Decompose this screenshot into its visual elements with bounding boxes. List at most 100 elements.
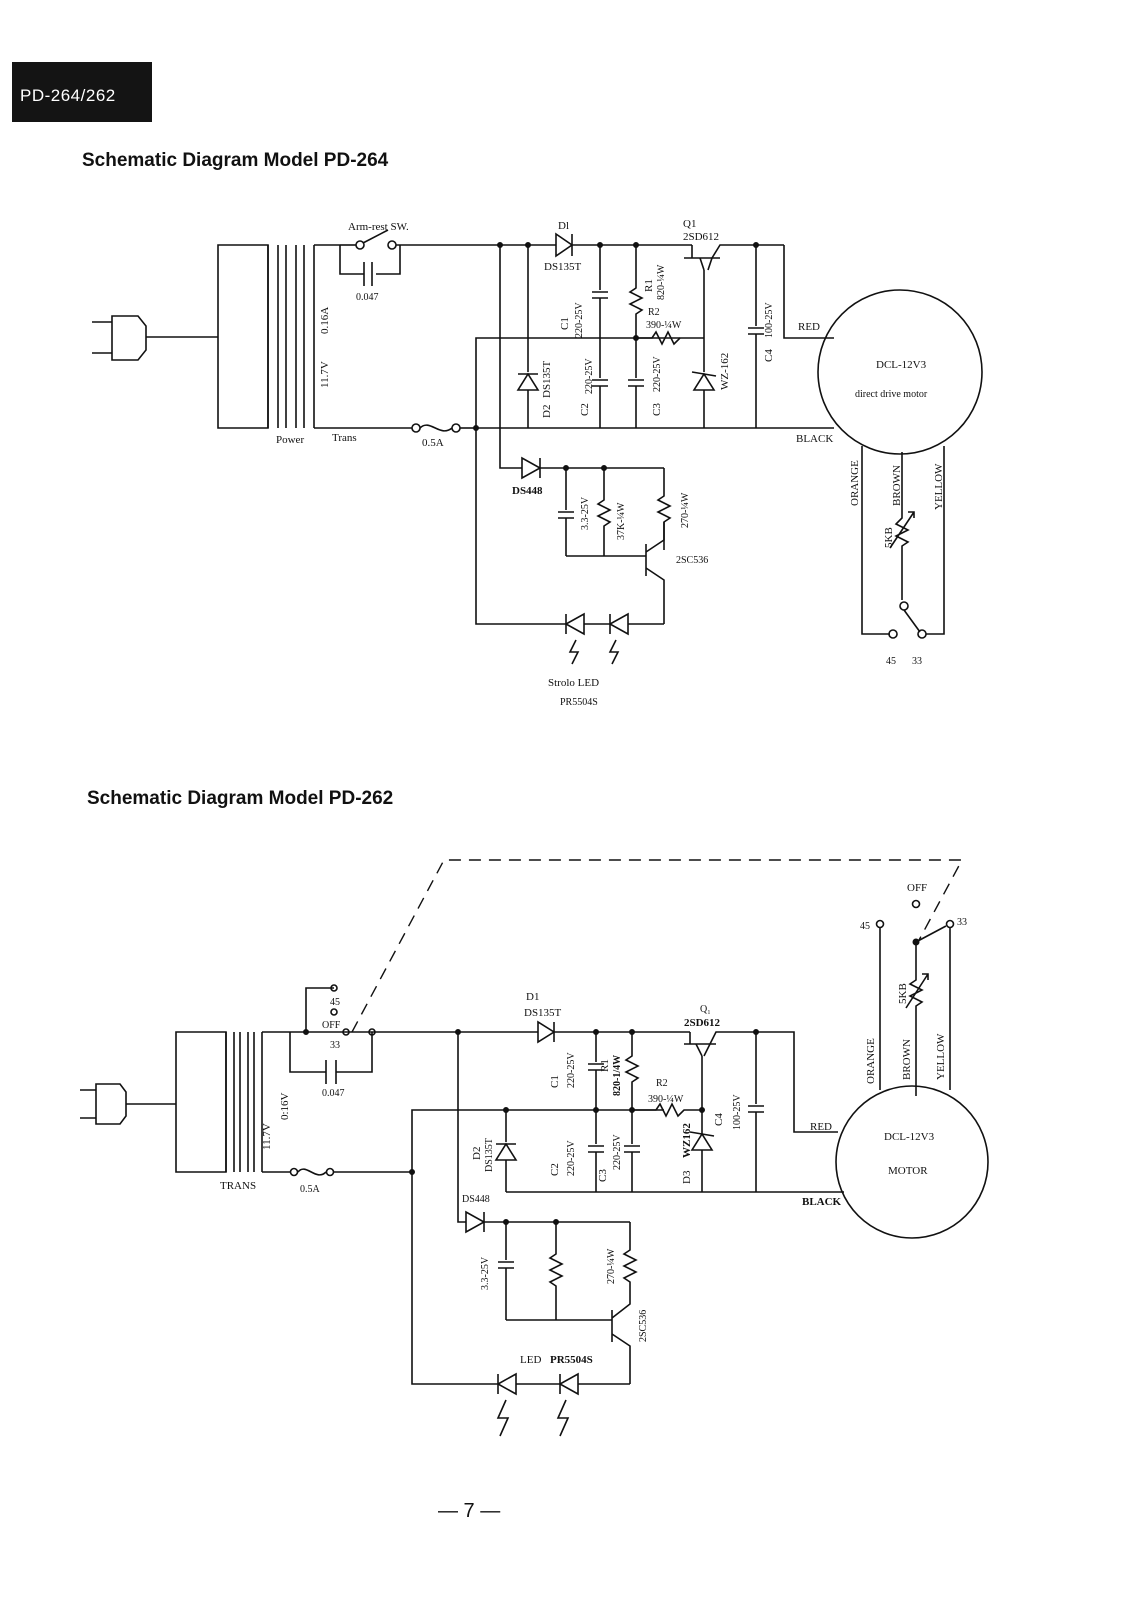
power-plug-icon	[80, 1031, 227, 1173]
label-q1: Q₁	[700, 1004, 711, 1015]
label-sw-33: 33	[330, 1040, 340, 1051]
label-c1: C1	[549, 1075, 561, 1088]
diagram-title-pd264: Schematic Diagram Model PD-264	[82, 150, 389, 171]
label-q1-part: 2SD612	[683, 231, 719, 243]
resistor-r1	[624, 1032, 640, 1110]
label-c1-val: 220-25V	[574, 302, 585, 338]
label-transistor: 2SC536	[676, 555, 708, 566]
resistor-mid	[548, 1222, 564, 1320]
label-orange: ORANGE	[849, 460, 861, 506]
diode-d2	[494, 1142, 518, 1161]
label-fuse: 0.5A	[422, 437, 444, 449]
label-strolo-led: Strolo LED	[548, 677, 599, 689]
label-sw-45: 45	[330, 997, 340, 1008]
label-fuse: 0.5A	[300, 1184, 321, 1195]
label-led-part: PR5504S	[550, 1354, 593, 1366]
schematic-pd264: Arm-rest SW. 0.047 0.16A 11.7V Power Tra…	[92, 218, 983, 708]
label-motor-desc: MOTOR	[888, 1165, 928, 1177]
label-c2: C2	[579, 403, 591, 416]
page-number: — 7 —	[438, 1500, 501, 1522]
led-2	[556, 1372, 579, 1437]
label-zener: WZ162	[681, 1123, 693, 1158]
diode-d1	[537, 1020, 556, 1044]
label-c4-val: 100-25V	[764, 302, 775, 338]
label-c4: C4	[713, 1113, 725, 1126]
label-c3-val: 220-25V	[612, 1134, 623, 1170]
label-d2: D2	[541, 405, 553, 418]
label-brown: BROWN	[901, 1039, 913, 1080]
zener-diode	[691, 338, 717, 428]
label-red: RED	[798, 321, 820, 333]
label-motor: DCL-12V3	[876, 359, 927, 371]
label-c2-val: 220-25V	[566, 1140, 577, 1176]
label-33-top: 33	[957, 917, 967, 928]
label-black: BLACK	[796, 433, 833, 445]
label-r1: R1	[599, 1059, 611, 1072]
capacitor-c2	[592, 338, 608, 428]
label-black: BLACK	[802, 1196, 842, 1208]
resistor-270	[622, 1222, 638, 1300]
label-c3-val: 220-25V	[652, 356, 663, 392]
capacitor-c3	[624, 1110, 640, 1192]
label-led-part: PR5504S	[560, 697, 598, 708]
label-trans: Trans	[332, 432, 357, 444]
label-r1: R1	[643, 279, 655, 292]
label-trans-117v: 11.7V	[261, 1123, 273, 1150]
transistor-2sc536	[645, 522, 665, 624]
label-q1-part: 2SD612	[684, 1017, 721, 1029]
transistor-q1	[684, 244, 784, 338]
resistor-37k	[596, 468, 612, 556]
label-brown: BROWN	[891, 465, 903, 506]
led-1	[496, 1372, 517, 1437]
label-motor-desc: direct drive motor	[855, 389, 928, 400]
label-yellow: YELLOW	[935, 1033, 947, 1080]
label-r2: R2	[656, 1078, 668, 1089]
label-transistor: 2SC536	[638, 1310, 649, 1342]
label-trans: TRANS	[220, 1180, 256, 1192]
label-pot: 5KB	[883, 527, 895, 548]
label-led: LED	[520, 1354, 541, 1366]
motor-dcl12v3	[817, 289, 983, 455]
label-r2: R2	[648, 307, 660, 318]
label-off-top: OFF	[907, 882, 927, 894]
fuse	[411, 423, 479, 433]
label-sw-off: OFF	[322, 1020, 341, 1031]
label-power: Power	[276, 434, 304, 446]
label-trans-117v: 11.7V	[319, 361, 331, 388]
label-c4: C4	[763, 349, 775, 362]
label-pos-33: 33	[912, 656, 922, 667]
capacitor-c1	[588, 1032, 604, 1110]
label-r-270: 270-¼W	[606, 1248, 617, 1284]
resistor-r1	[628, 245, 644, 338]
diagram-title-pd262: Schematic Diagram Model PD-262	[87, 788, 394, 809]
label-cap-33: 3.3-25V	[580, 496, 591, 530]
label-pos-45: 45	[886, 656, 896, 667]
label-ds448: DS448	[512, 485, 543, 497]
label-q1: Q1	[683, 218, 696, 230]
label-c2: C2	[549, 1163, 561, 1176]
resistor-r2	[636, 330, 704, 346]
transistor-2sc536	[611, 1300, 631, 1384]
label-r-270: 270-¼W	[680, 492, 691, 528]
label-d1: D1	[526, 991, 539, 1003]
label-red: RED	[810, 1121, 832, 1133]
label-d3: D3	[681, 1170, 693, 1184]
capacitor-c1	[592, 245, 608, 338]
label-trans-016v: 0:16V	[279, 1092, 291, 1120]
model-header-tab: PD-264/262	[12, 62, 152, 122]
label-c1: C1	[559, 317, 571, 330]
label-cap-047: 0.047	[356, 292, 379, 303]
label-c3: C3	[597, 1169, 609, 1182]
armrest-switch	[339, 229, 500, 286]
zener-diode	[689, 1110, 715, 1192]
label-cap-33: 3.3-25V	[480, 1256, 491, 1290]
label-c4-val: 100-25V	[732, 1094, 743, 1130]
label-r2-val: 390-¼W	[648, 1094, 684, 1105]
label-r1-val: 820-¼W	[656, 264, 667, 300]
label-r-37k: 37K-¼W	[616, 502, 627, 540]
diode-ds448	[465, 1210, 486, 1234]
capacitor-c4	[748, 245, 764, 428]
resistor-270	[656, 468, 672, 550]
label-motor: DCL-12V3	[884, 1131, 935, 1143]
label-pot: 5KB	[897, 983, 909, 1004]
